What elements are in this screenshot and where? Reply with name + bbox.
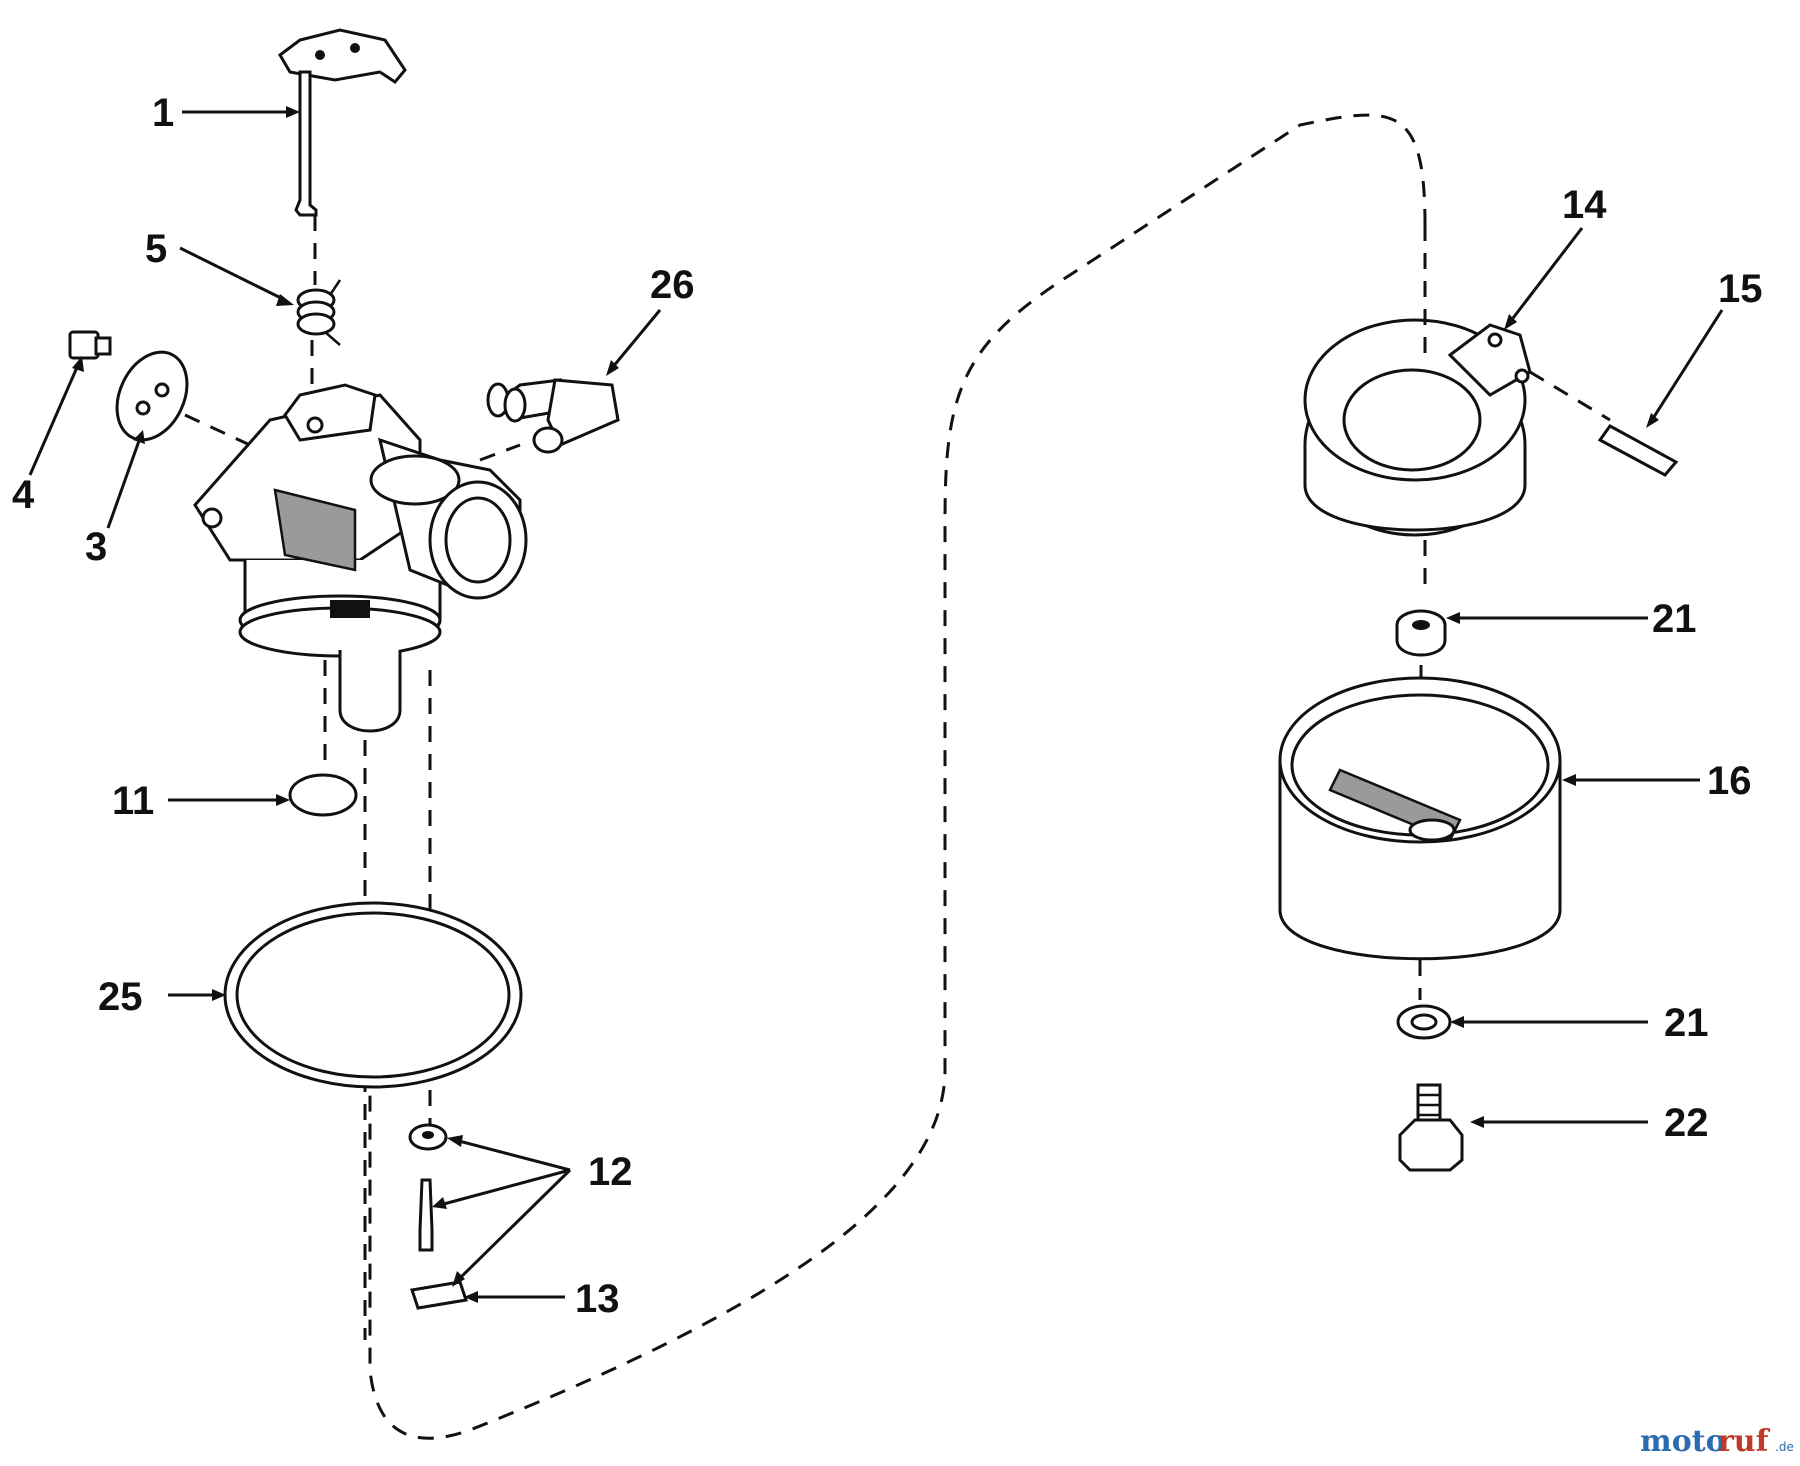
watermark-logo: moto ruf .de bbox=[1640, 1424, 1794, 1459]
callout-3: 3 bbox=[85, 525, 107, 569]
part-1-bracket bbox=[278, 28, 407, 217]
watermark-part2: ruf bbox=[1718, 1424, 1771, 1459]
part-5-spring bbox=[296, 279, 342, 346]
part-15-float-pin bbox=[1597, 424, 1679, 477]
callout-21-lower: 21 bbox=[1664, 1001, 1709, 1045]
callout-11: 11 bbox=[112, 779, 154, 823]
part-14-float bbox=[1303, 318, 1532, 537]
callout-14: 14 bbox=[1562, 183, 1607, 227]
carburetor-body bbox=[193, 383, 528, 733]
callout-25: 25 bbox=[98, 975, 143, 1019]
part-21-washer-lower bbox=[1396, 1004, 1452, 1040]
callout-26: 26 bbox=[650, 263, 695, 307]
part-26-fitting bbox=[486, 378, 620, 454]
assembly-dashed-loop bbox=[368, 113, 1427, 1440]
part-3-plate bbox=[115, 350, 189, 442]
callout-1: 1 bbox=[152, 91, 174, 135]
part-11-plug bbox=[288, 773, 358, 817]
callout-5: 5 bbox=[145, 227, 167, 271]
part-13-clip bbox=[410, 1280, 468, 1310]
watermark-part1: moto bbox=[1640, 1424, 1726, 1459]
part-25-gasket bbox=[223, 901, 523, 1089]
part-12-needle-seat bbox=[408, 1123, 448, 1252]
callout-16: 16 bbox=[1707, 759, 1752, 803]
watermark-suffix: .de bbox=[1775, 1440, 1794, 1454]
part-22-bowl-nut bbox=[1398, 1083, 1464, 1172]
callout-22: 22 bbox=[1664, 1101, 1709, 1145]
leader-lines bbox=[28, 106, 1724, 1303]
callout-15: 15 bbox=[1718, 267, 1763, 311]
callout-4: 4 bbox=[12, 473, 35, 517]
callout-12: 12 bbox=[588, 1150, 633, 1194]
part-4-screw bbox=[68, 330, 112, 360]
part-21-washer-upper bbox=[1395, 609, 1447, 657]
callout-21-upper: 21 bbox=[1652, 597, 1697, 641]
part-16-float-bowl bbox=[1278, 676, 1562, 961]
callout-13: 13 bbox=[575, 1277, 620, 1321]
